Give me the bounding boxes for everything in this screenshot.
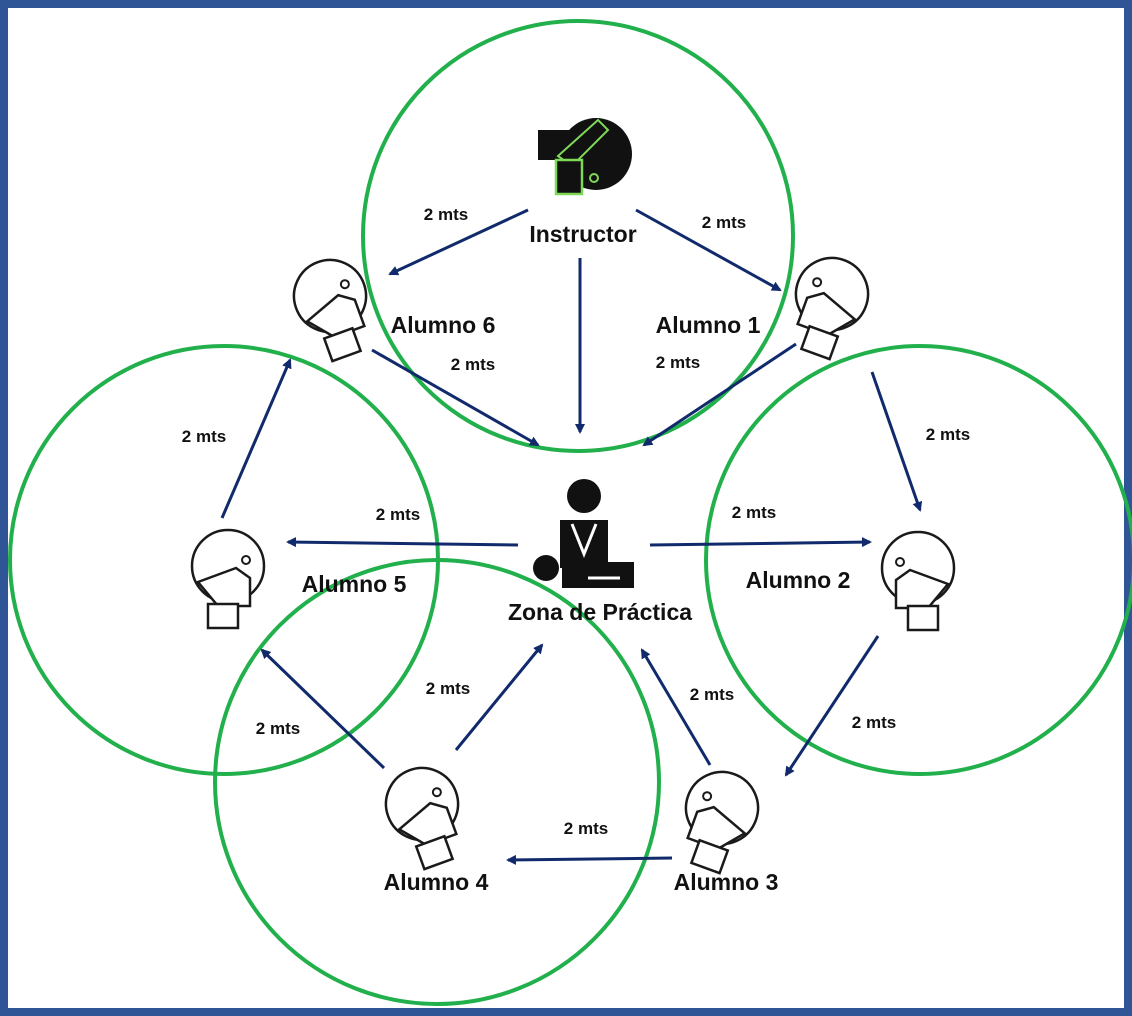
arrow-alumno1-alumno2	[870, 371, 923, 512]
arrow-alumno6-center	[371, 348, 540, 447]
label-alumno-4: Alumno 4	[384, 869, 489, 895]
arrow-alumno3-center	[640, 648, 712, 766]
masked-head-icon-alumno4	[374, 756, 479, 876]
distance-label: 2 mts	[451, 355, 495, 374]
arrow-center-alumno2	[649, 537, 872, 548]
distance-label: 2 mts	[690, 685, 734, 704]
distance-label: 2 mts	[926, 425, 970, 444]
arrow-alumno4-alumno5	[260, 648, 386, 770]
arrow-alumno2-alumno3	[784, 635, 880, 777]
label-alumno-1: Alumno 1	[656, 312, 761, 338]
arrow-alumno1-center	[642, 342, 797, 447]
distance-label: 2 mts	[702, 213, 746, 232]
label-zona-practica: Zona de Práctica	[508, 599, 692, 625]
distance-label: 2 mts	[656, 353, 700, 372]
masked-head-icon-alumno6	[282, 248, 387, 368]
arrow-instructor-alumno1	[635, 208, 782, 292]
masked-head-icon-alumno2	[880, 530, 956, 632]
distance-label: 2 mts	[426, 679, 470, 698]
circle-instructor	[361, 19, 795, 453]
distance-label: 2 mts	[564, 819, 608, 838]
arrow-alumno3-alumno4	[506, 854, 673, 865]
label-alumno-3: Alumno 3	[674, 869, 779, 895]
label-instructor: Instructor	[529, 221, 636, 247]
arrow-instructor-alumno6	[388, 208, 529, 276]
instructor-whistle-icon	[538, 118, 632, 196]
distance-label: 2 mts	[424, 205, 468, 224]
arrows	[220, 208, 923, 865]
masked-head-icon-alumno3	[665, 760, 770, 880]
distance-label: 2 mts	[852, 713, 896, 732]
label-alumno-6: Alumno 6	[391, 312, 496, 338]
arrow-alumno5-alumno6	[220, 358, 292, 519]
label-alumno-5: Alumno 5	[302, 571, 407, 597]
circle-alumno-4	[213, 558, 661, 1006]
cpr-icon	[533, 479, 634, 588]
distance-label: 2 mts	[256, 719, 300, 738]
arrow-center-alumno5	[286, 537, 519, 548]
distance-label: 2 mts	[732, 503, 776, 522]
label-alumno-2: Alumno 2	[746, 567, 851, 593]
distance-label: 2 mts	[376, 505, 420, 524]
masked-head-icon-alumno5	[190, 528, 266, 630]
circle-alumno-2	[704, 344, 1132, 776]
distance-label: 2 mts	[182, 427, 226, 446]
arrow-alumno4-center	[454, 643, 544, 751]
distancing-circles	[8, 19, 1132, 1006]
